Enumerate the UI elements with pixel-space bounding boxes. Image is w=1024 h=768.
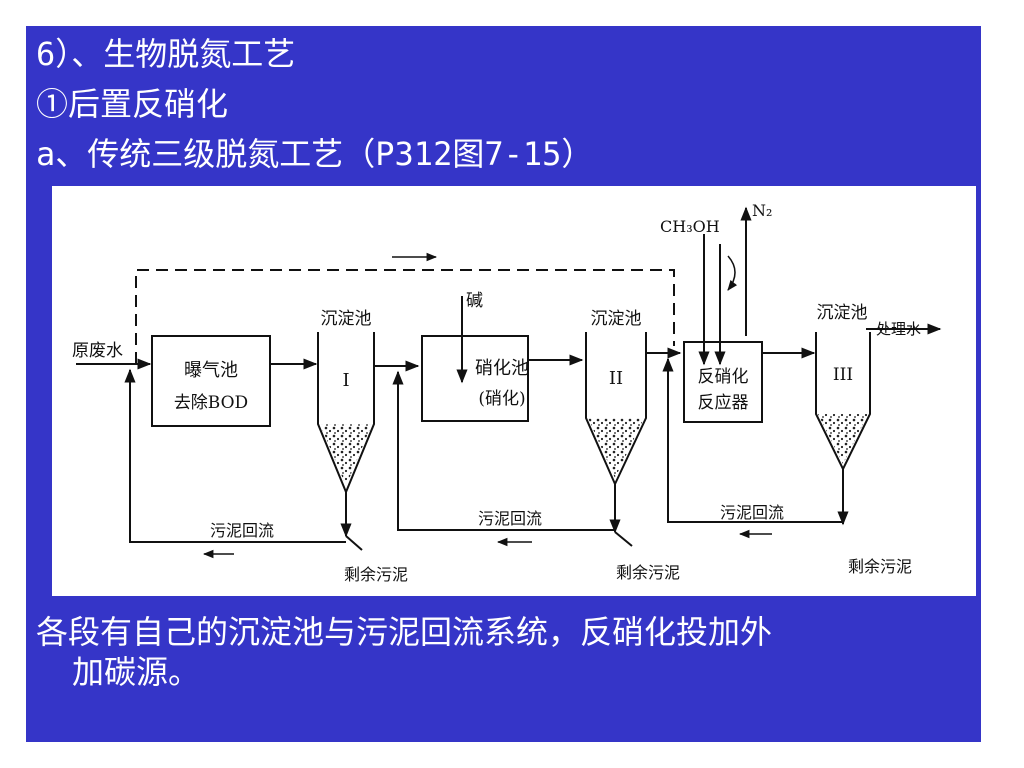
denitrification-reactor-label: 反硝化 xyxy=(698,367,749,387)
clarifier-1-numeral: I xyxy=(342,370,349,391)
sludge-return-loop-2 xyxy=(392,370,615,531)
summary-note-line-1: 各段有自己的沉淀池与污泥回流系统，反硝化投加外 xyxy=(36,613,773,651)
aeration-tank-purpose: 去除BOD xyxy=(174,393,248,413)
sludge-return-label-2: 污泥回流 xyxy=(478,509,542,528)
nitrogen-label: N₂ xyxy=(752,201,772,220)
nitrification-tank-label: 硝化池 xyxy=(475,358,529,379)
subtitle-three-stage: a、传统三级脱氮工艺（P312图7-15） xyxy=(36,135,594,173)
clarifier-2-sludge xyxy=(588,418,644,478)
clarifier-2-numeral: II xyxy=(609,368,623,389)
clarifier-3-numeral: III xyxy=(833,365,853,385)
process-flow-diagram: 原废水 曝气池 去除BOD 沉淀池 I 碱 硝化池 (硝化) 沉淀池 II CH… xyxy=(52,186,976,596)
sludge-return-loop-3 xyxy=(662,357,843,523)
nitrification-tank-box xyxy=(421,335,529,422)
excess-sludge-spout-1 xyxy=(345,535,363,551)
sludge-return-label-3: 污泥回流 xyxy=(720,503,784,522)
clarifier-3-label: 沉淀池 xyxy=(817,303,868,323)
excess-sludge-label-3: 剩余污泥 xyxy=(848,557,912,576)
excess-sludge-label-1: 剩余污泥 xyxy=(344,565,408,584)
alkali-label: 碱 xyxy=(466,291,483,311)
inlet-label: 原废水 xyxy=(72,341,123,361)
nitrification-tank-purpose: (硝化) xyxy=(478,389,525,409)
aeration-tank-box xyxy=(151,335,271,427)
dashed-bypass-line xyxy=(135,269,675,364)
mixing-rotation-icon xyxy=(727,255,738,291)
denitrification-reactor-label-2: 反应器 xyxy=(698,393,749,413)
clarifier-1-sludge xyxy=(320,424,372,486)
denitrification-reactor-box xyxy=(683,341,763,423)
aeration-tank-label: 曝气池 xyxy=(184,360,238,381)
methanol-label: CH₃OH xyxy=(660,217,720,236)
outlet-label: 处理水 xyxy=(876,320,921,338)
sludge-return-label-1: 污泥回流 xyxy=(210,521,274,540)
clarifier-2-label: 沉淀池 xyxy=(591,309,642,329)
excess-sludge-label-2: 剩余污泥 xyxy=(616,563,680,582)
clarifier-3-sludge xyxy=(818,414,868,464)
summary-note-line-2: 加碳源。 xyxy=(72,653,201,691)
sludge-return-loop-1 xyxy=(124,368,346,543)
clarifier-1-label: 沉淀池 xyxy=(321,309,372,329)
subtitle-post-denitrification: ①后置反硝化 xyxy=(36,85,229,123)
excess-sludge-spout-2 xyxy=(614,531,633,547)
slide-title: 6）、生物脱氮工艺 xyxy=(36,35,296,73)
